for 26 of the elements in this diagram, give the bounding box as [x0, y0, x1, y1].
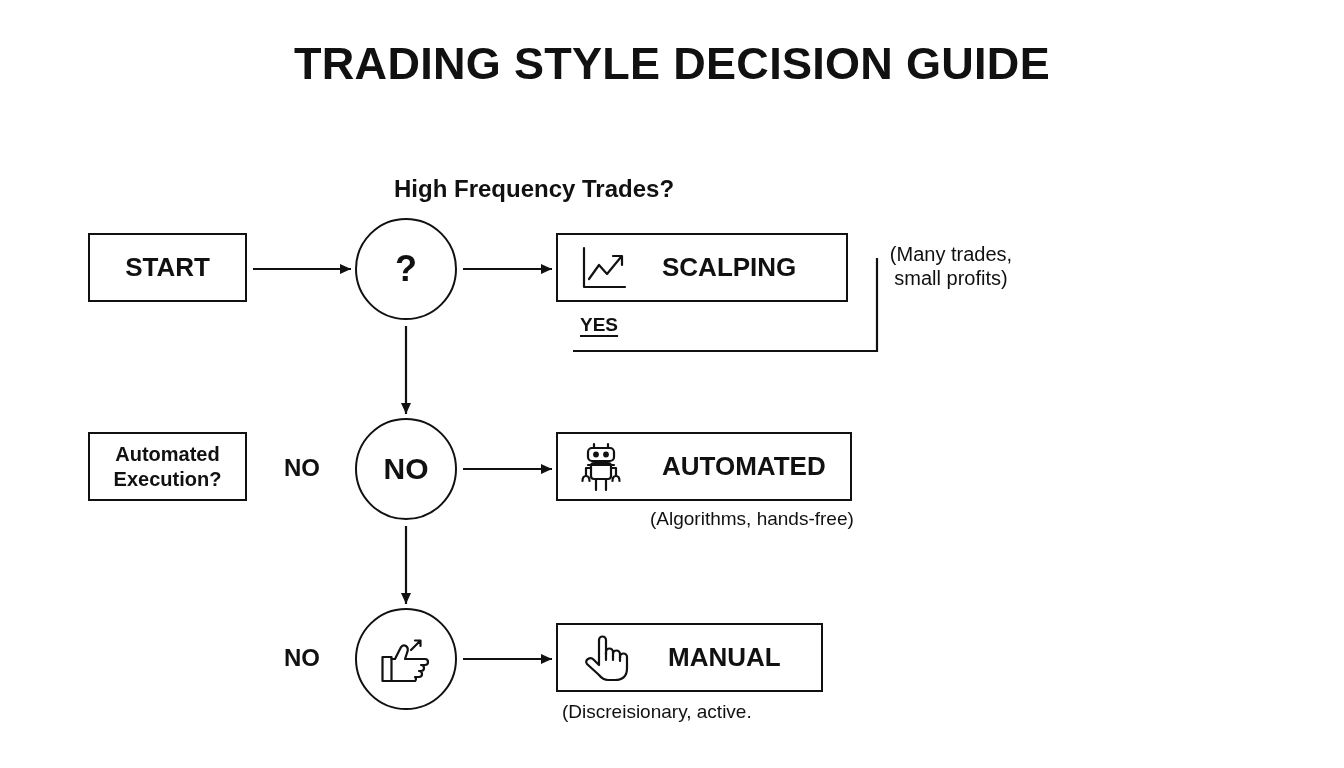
branch-label: NO	[284, 646, 320, 670]
node-label: SCALPING	[662, 251, 797, 284]
note-text: (Algorithms, hands-free)	[650, 508, 855, 531]
note-text: (Discreisionary, active.	[562, 701, 753, 724]
process-box	[88, 233, 247, 302]
node-label: ?	[395, 247, 417, 291]
node-label: NO	[383, 450, 429, 487]
arrow	[463, 464, 552, 474]
node-label: MANUAL	[668, 641, 781, 674]
arrow	[463, 654, 552, 664]
node-label: Automated Execution?	[112, 442, 223, 491]
node-label: START	[125, 251, 210, 284]
branch-label: NO	[284, 456, 320, 480]
note-text: (Many trades, small profits)	[888, 242, 1014, 290]
arrow	[401, 526, 411, 604]
arrow	[463, 264, 552, 274]
arrow	[401, 326, 411, 414]
arrow	[253, 264, 351, 274]
process-box	[556, 432, 852, 501]
process-box	[88, 432, 247, 501]
branch-label: YES	[580, 315, 619, 334]
question-label: High Frequency Trades?	[394, 177, 675, 201]
node-label: AUTOMATED	[662, 450, 826, 483]
diagram-title: TRADING STYLE DECISION GUIDE	[294, 41, 1050, 86]
process-box	[556, 233, 848, 302]
process-box	[556, 623, 823, 692]
